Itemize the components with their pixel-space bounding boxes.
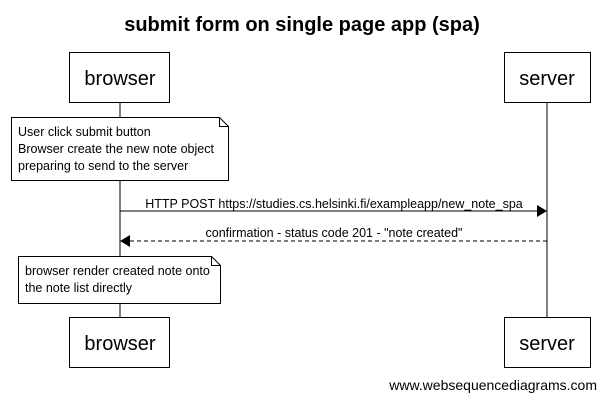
participant-browser-bottom: browser [69,317,170,368]
participant-server-label-bottom: server [519,333,575,355]
participant-browser-top: browser [69,52,170,103]
participant-server-bottom: server [504,317,591,368]
diagram-title: submit form on single page app (spa) [124,14,480,36]
message-http-post-label: HTTP POST https://studies.cs.helsinki.fi… [145,197,523,211]
note-2: browser render created note onto the not… [18,256,221,304]
participant-browser-label: browser [84,68,155,90]
note-1: User click submit button Browser create … [11,117,229,181]
note-2-line-2: the note list directly [25,281,133,295]
footer-watermark: www.websequencediagrams.com [388,377,597,393]
note-1-line-2: Browser create the new note object [18,142,214,156]
note-1-line-3: preparing to send to the server [18,159,188,173]
message-confirmation-label: confirmation - status code 201 - "note c… [206,226,463,240]
participant-browser-label-bottom: browser [84,333,155,355]
note-2-line-1: browser render created note onto [25,264,210,278]
participant-server-top: server [504,52,591,103]
participant-server-label: server [519,68,575,90]
note-1-line-1: User click submit button [18,125,151,139]
message-confirmation: confirmation - status code 201 - "note c… [120,226,547,247]
message-http-post: HTTP POST https://studies.cs.helsinki.fi… [120,197,547,217]
